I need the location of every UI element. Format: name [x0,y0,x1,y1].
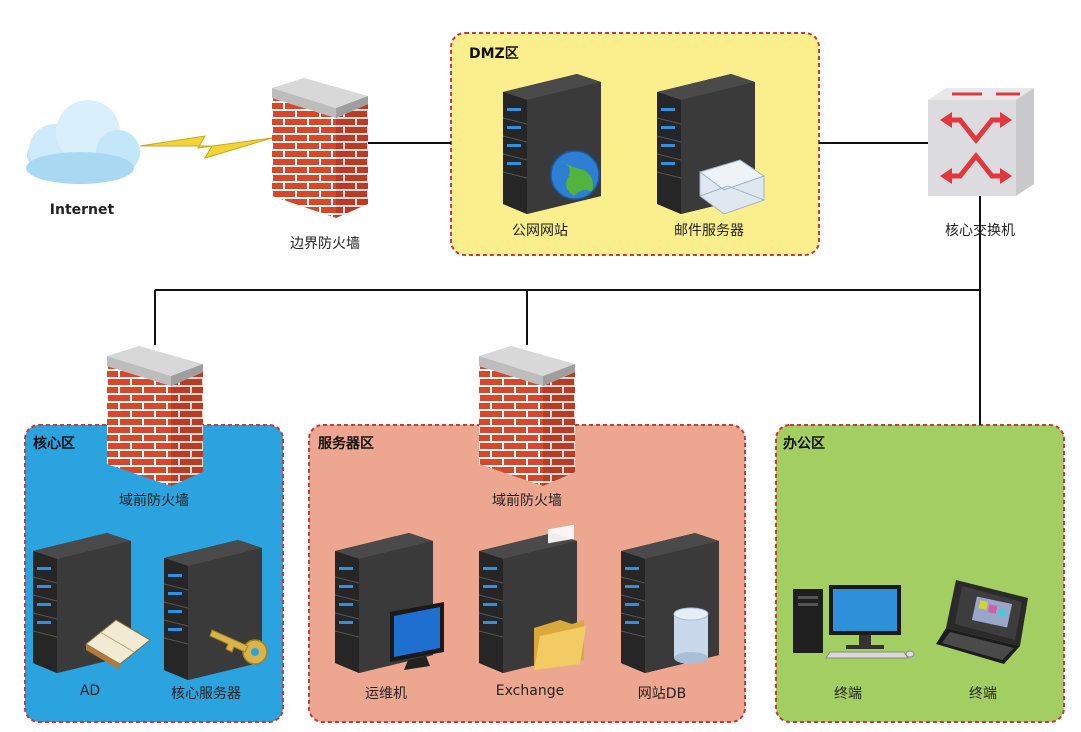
server-zone-firewall-label: 域前防火墙 [492,493,562,509]
firewall-icon [479,346,575,486]
ops-machine-label: 运维机 [365,686,407,702]
book-icon [85,619,151,670]
folder-icon [534,524,586,670]
office-zone-title: 办公区 [783,436,825,452]
terminal-laptop-label: 终端 [969,686,997,702]
mail-server-label: 邮件服务器 [674,223,744,239]
core-server-label: 核心服务器 [171,686,241,702]
terminal-desktop-label: 终端 [834,686,862,702]
key-icon [209,629,268,665]
envelope-icon [698,159,766,215]
desktop-icon [793,585,915,659]
server-zone-title: 服务器区 [318,436,374,452]
database-icon [673,607,709,664]
core-switch-label: 核心交换机 [945,223,1015,239]
core-zone-firewall-label: 域前防火墙 [119,493,189,509]
ad-label: AD [79,683,101,699]
web-db-label: 网站DB [637,686,687,702]
laptop-icon [936,580,1028,664]
dmz-zone-title: DMZ区 [469,46,519,62]
wan-link-icon [139,135,273,159]
internet-label: Internet [49,202,115,218]
globe-icon [550,150,600,200]
monitor-icon [390,602,444,670]
cloud-icon [26,100,140,184]
border-firewall-label: 边界防火墙 [290,236,360,252]
core-zone-title: 核心区 [33,436,75,452]
firewall-icon [272,78,368,218]
switch-icon [928,88,1034,196]
connection-lines [154,142,981,425]
office-zone [775,424,1065,723]
exchange-label: Exchange [495,683,565,699]
firewall-icon [107,346,203,486]
public-website-label: 公网网站 [512,223,568,239]
